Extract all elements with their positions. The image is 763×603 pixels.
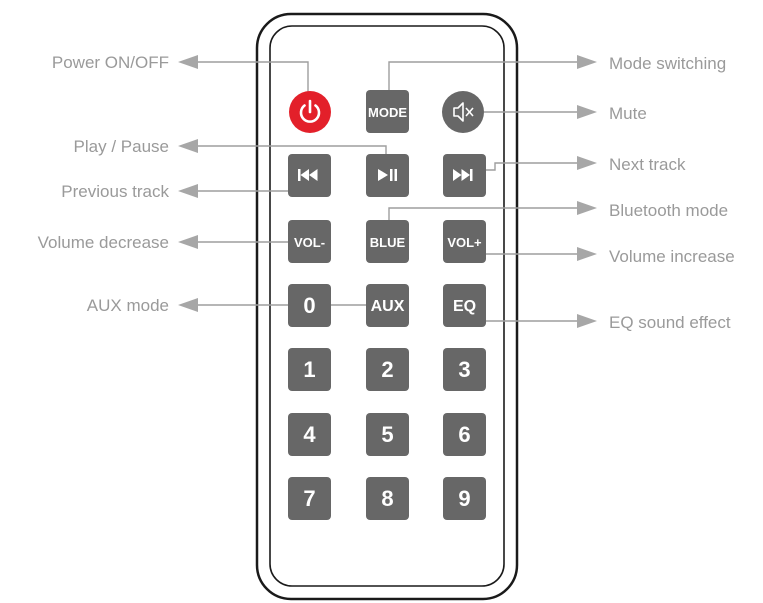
arrowhead-mute [577, 105, 597, 119]
label-vol-down: Volume decrease [38, 233, 169, 252]
play-pause-button[interactable] [366, 154, 409, 197]
digit-label: 7 [303, 486, 315, 511]
power-button[interactable] [289, 91, 331, 133]
label-eq: EQ sound effect [609, 313, 731, 332]
arrowhead-previous [178, 184, 198, 198]
leader-mode [388, 61, 578, 93]
arrowhead-power [178, 55, 198, 69]
arrowhead-aux [178, 298, 198, 312]
digit-label: 8 [381, 486, 393, 511]
leader-next [481, 162, 578, 171]
volume-down-button[interactable]: VOL- [288, 220, 331, 263]
label-vol-up: Volume increase [609, 247, 735, 266]
digit-button-6[interactable]: 6 [443, 413, 486, 456]
play-pause-icon [378, 169, 397, 181]
mode-button[interactable]: MODE [366, 90, 409, 133]
previous-track-button[interactable] [288, 154, 331, 197]
digit-button-8[interactable]: 8 [366, 477, 409, 520]
digit-button-2[interactable]: 2 [366, 348, 409, 391]
leader-bluetooth [388, 207, 578, 221]
digit-label: 2 [381, 357, 393, 382]
arrowheads [178, 55, 597, 328]
arrowhead-bluetooth [577, 201, 597, 215]
label-mute: Mute [609, 104, 647, 123]
label-power: Power ON/OFF [52, 53, 169, 72]
label-bluetooth: Bluetooth mode [609, 201, 728, 220]
digit-button-3[interactable]: 3 [443, 348, 486, 391]
callout-labels: Power ON/OFF Play / Pause Previous track… [38, 53, 735, 332]
digit-button-9[interactable]: 9 [443, 477, 486, 520]
aux-button[interactable]: AUX [366, 284, 409, 327]
zero-button[interactable]: 0 [288, 284, 331, 327]
speaker-muted-icon [453, 102, 474, 122]
bluetooth-button[interactable]: BLUE [366, 220, 409, 263]
next-track-icon [453, 169, 473, 181]
arrowhead-next [577, 156, 597, 170]
digit-button-1[interactable]: 1 [288, 348, 331, 391]
eq-button[interactable]: EQ [443, 284, 486, 327]
digit-button-4[interactable]: 4 [288, 413, 331, 456]
previous-track-icon [298, 169, 318, 181]
bluetooth-button-label: BLUE [370, 235, 406, 250]
arrowhead-vol-up [577, 247, 597, 261]
arrowhead-mode [577, 55, 597, 69]
digit-label: 5 [381, 422, 393, 447]
volume-down-label: VOL- [294, 235, 325, 250]
label-play-pause: Play / Pause [74, 137, 169, 156]
label-next: Next track [609, 155, 686, 174]
eq-button-label: EQ [453, 298, 476, 315]
arrowhead-play-pause [178, 139, 198, 153]
arrowhead-eq [577, 314, 597, 328]
digit-button-7[interactable]: 7 [288, 477, 331, 520]
label-previous: Previous track [61, 182, 169, 201]
leader-lines [197, 61, 578, 322]
digit-label: 3 [458, 357, 470, 382]
digit-label: 6 [458, 422, 470, 447]
volume-up-button[interactable]: VOL+ [443, 220, 486, 263]
arrowhead-vol-down [178, 235, 198, 249]
power-icon [299, 99, 321, 123]
digit-button-5[interactable]: 5 [366, 413, 409, 456]
mode-button-label: MODE [368, 105, 407, 120]
digit-label: 9 [458, 486, 470, 511]
zero-button-label: 0 [303, 293, 315, 318]
volume-up-label: VOL+ [447, 235, 482, 250]
leader-power [197, 61, 309, 92]
next-track-button[interactable] [443, 154, 486, 197]
label-mode: Mode switching [609, 54, 726, 73]
mute-button[interactable] [442, 91, 484, 133]
aux-button-label: AUX [371, 298, 405, 315]
label-aux: AUX mode [87, 296, 169, 315]
digit-label: 4 [303, 422, 316, 447]
digit-label: 1 [303, 357, 315, 382]
